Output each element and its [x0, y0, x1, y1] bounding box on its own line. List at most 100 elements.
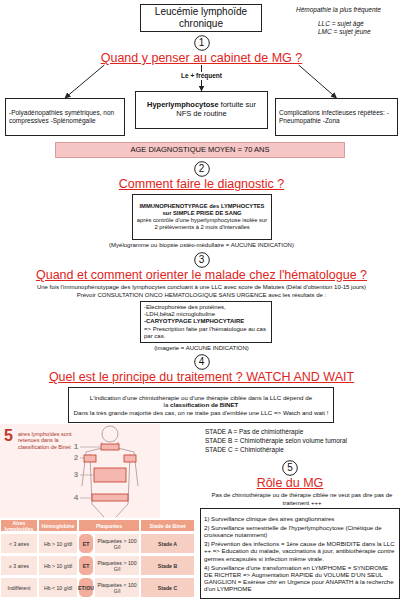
text-wrap: IMMUNOPHENOTYPAGE des LYMPHOCYTES sur SI… [136, 203, 268, 230]
section-heading: Rôle du MG [220, 476, 360, 490]
step-marker: 4Quel est le principe du traitement ? WA… [0, 354, 403, 384]
step-marker: 5Rôle du MG [220, 460, 360, 490]
step-number: 4 [194, 354, 210, 370]
table-cell: Indifférent [0, 577, 38, 598]
side-note: Hémopathie la plus fréquente [296, 6, 401, 13]
symptom-box: Complications infectieuses répétées: -Pn… [275, 98, 398, 136]
illustration-panel [0, 424, 160, 518]
callout-number: 1 [72, 442, 80, 451]
circle-shape [194, 253, 209, 268]
table-cell: ET [78, 555, 94, 576]
section-heading: Quand y penser au cabinet de MG ? [80, 51, 323, 65]
box-text: -Electrophorèse des protéines, [144, 304, 268, 311]
step-number: 1 [194, 35, 210, 51]
step-circle: 4 [194, 354, 210, 370]
treatment-box: L'indication d'une chimiothérapie ou d'u… [68, 387, 334, 423]
circle-shape [194, 36, 209, 51]
box-text: 2) Surveillance semestrielle de l'hyperl… [204, 524, 396, 538]
step-circle: 5 [282, 460, 298, 476]
table-cell: ≥ 3 aires [0, 555, 38, 576]
box-text: Dans la très grande majorité des cas, on… [72, 409, 330, 416]
symptom-box: Hyperlymphocytosefortuite sur NFS de rou… [135, 91, 268, 129]
table-cell: Stade C [140, 577, 195, 598]
text-wrap: Hyperlymphocytosefortuite sur NFS de rou… [139, 101, 264, 119]
box-text: -Polyadénopathies symétriques, non compr… [9, 109, 121, 124]
edge-label: Le + fréquent [179, 72, 224, 80]
diagnosis-box: IMMUNOPHENOTYPAGE des LYMPHOCYTES sur SI… [132, 194, 272, 240]
box-text: -CARYOTYPAGE LYMPHOCYTAIRE [144, 318, 268, 325]
section-heading: Quand et comment orienter le malade chez… [0, 268, 403, 282]
table-cell: Plaquettes < 100 G/l [94, 577, 140, 598]
box-text: après contrôle d'une hyperlymphocytose i… [136, 217, 268, 231]
table-cell: ET [78, 533, 94, 554]
symptom-box: -Polyadénopathies symétriques, non compr… [5, 98, 125, 136]
table-cell: Stade B [140, 555, 195, 576]
title-box: Leucémie lymphoïde chronique [140, 4, 262, 32]
box-text: IMMUNOPHENOTYPAGE des LYMPHOCYTES sur SI… [136, 203, 268, 217]
illustration-caption: aires lymphoïdes sont retenues dans la c… [18, 431, 72, 450]
box-text: 3) Prévention des infections = 1ère caus… [204, 540, 396, 562]
step-circle: 2 [194, 161, 210, 177]
table-cell: Hb < 10 g/dl [38, 577, 78, 598]
step-circle: 1 [194, 35, 210, 51]
table-cell: Stade de Binet [140, 519, 195, 532]
table-cell: Plaquettes > 100 G/l [94, 533, 140, 554]
side-note: LLC = sujet âgé [318, 20, 401, 27]
box-text: 1) Surveillance clinique des aires gangl… [204, 515, 396, 522]
note-text: Pas de chimiothérapie ou de thérapie cib… [204, 492, 400, 507]
step-number: 2 [194, 161, 210, 177]
lymph-area [92, 494, 128, 501]
text-wrap: -Electrophorèse des protéines,-LDH,bêta2… [144, 304, 268, 339]
lymph-area [94, 468, 126, 482]
age-band: AGE DIAGNOSTIQUE MOYEN = 70 ANS [55, 142, 345, 158]
box-text: -LDH,bêta2 microglobuline [144, 311, 268, 318]
side-note: LMC = sujet jeune [318, 28, 401, 35]
circle-shape [194, 162, 209, 177]
text-wrap: L'indication d'une chimiothérapie ou d'u… [72, 394, 330, 416]
note-text: (imagerie = AUCUNE INDICATION) [0, 345, 403, 353]
step-circle: 3 [194, 252, 210, 268]
note-text: Prévoir CONSULTATION ONCO HEMATOLOGIQUE … [2, 292, 401, 300]
box-text: classification de BINET [170, 401, 238, 408]
callout-number: 4 [72, 493, 80, 502]
box-text: Complications infectieuses répétées: -Pn… [279, 109, 394, 124]
body-outline [82, 442, 138, 517]
note-text: (Myélogramme ou biopsie ostéo-médullaire… [0, 242, 403, 250]
text-wrap: AGE DIAGNOSTIQUE MOYEN = 70 ANS [59, 146, 341, 155]
text-wrap: Leucémie lymphoïde chronique [144, 6, 258, 30]
body-head [102, 426, 118, 442]
callout-number: 2 [72, 453, 80, 462]
callout-number: 5 [4, 427, 18, 445]
role-box: 1) Surveillance clinique des aires gangl… [200, 508, 400, 599]
step-number: 5 [282, 460, 298, 476]
section-heading: Quel est le principe du traitement ? WAT… [0, 370, 403, 384]
step-marker: 3Quand et comment orienter le malade che… [0, 252, 403, 282]
stage-note: STADE C = Chimiothérapie [205, 446, 400, 454]
table-cell: Hb > 10 g/dl [38, 555, 78, 576]
step-marker: 1Quand y penser au cabinet de MG ? [80, 35, 323, 65]
connector [65, 65, 104, 98]
box-text: AGE DIAGNOSTIQUE MOYEN = 70 ANS [59, 146, 341, 155]
table-cell: Aires lymphoïdes [0, 519, 38, 532]
stage-note: STADE B = Chimiothérapie selon volume tu… [205, 437, 400, 445]
callout-number: 3 [72, 470, 80, 479]
leader-line [80, 447, 101, 498]
step-marker: 2Comment faire le diagnostic ? [60, 161, 343, 191]
step-number: 3 [194, 252, 210, 268]
connector [299, 65, 337, 98]
note-text: Une fois l'immunophénotypage des lymphoc… [2, 284, 401, 292]
table-cell: Plaquettes [78, 519, 140, 532]
circle-shape [194, 355, 209, 370]
exam-box: -Electrophorèse des protéines,-LDH,bêta2… [140, 301, 272, 343]
table-cell: Hb > 10 g/dl [38, 533, 78, 554]
circle-shape [283, 461, 298, 476]
stage-note: STADE A = Pas de chimiothérapie [205, 428, 400, 436]
table-cell: ET/OU [78, 577, 94, 598]
text-wrap: 1) Surveillance clinique des aires gangl… [204, 515, 396, 593]
box-text: => Prescription faite par l'hématologue … [144, 326, 268, 340]
table-cell: Plaquettes > 100 G/l [94, 555, 140, 576]
lymph-area [101, 444, 119, 450]
text-wrap: -Polyadénopathies symétriques, non compr… [9, 109, 121, 124]
box-text: Leucémie lymphoïde chronique [144, 6, 258, 30]
